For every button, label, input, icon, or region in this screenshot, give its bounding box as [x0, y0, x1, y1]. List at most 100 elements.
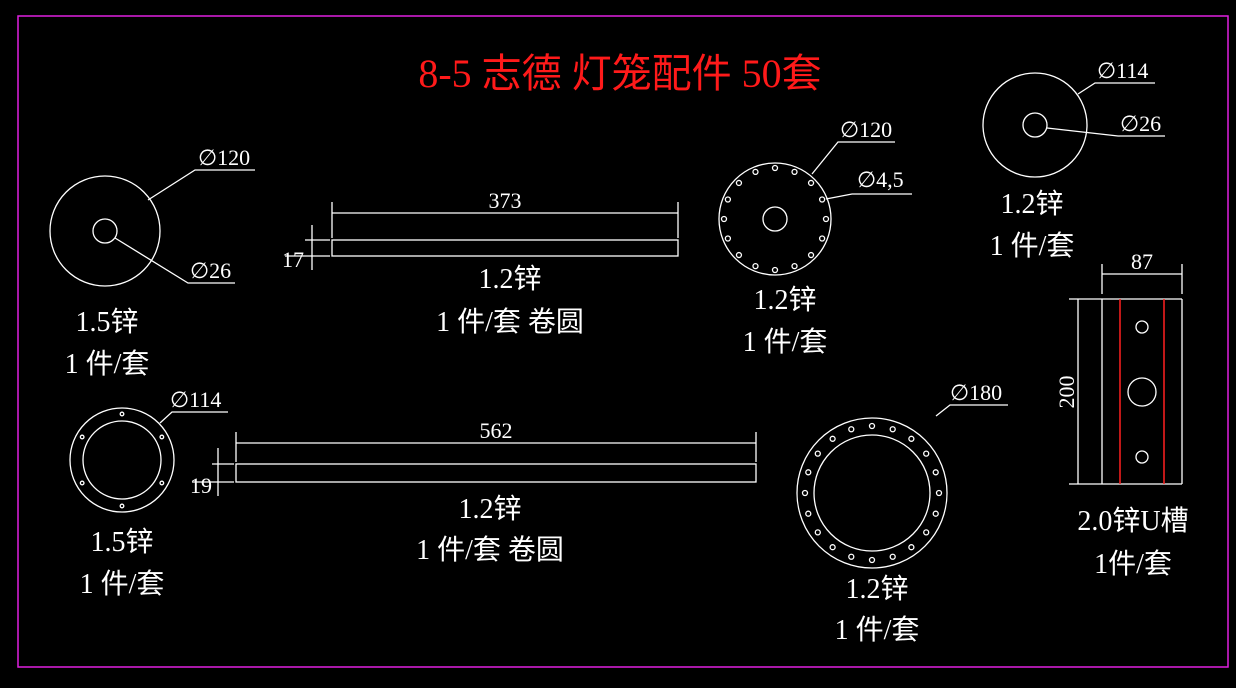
bolt-hole: [735, 179, 743, 187]
outer-circle: [718, 162, 832, 276]
bolt-hole: [908, 544, 915, 551]
bolt-hole: [923, 450, 930, 457]
hole: [1135, 320, 1149, 334]
dim-label: ∅114: [170, 387, 221, 412]
qty-label: 1 件/套: [835, 614, 920, 646]
material-label: 1.5锌: [90, 526, 153, 558]
bolt-hole: [79, 434, 85, 440]
bolt-hole: [791, 262, 798, 270]
bolt-hole: [724, 235, 732, 242]
bolt-hole: [868, 422, 876, 430]
qty-label: 1 件/套: [65, 348, 150, 380]
bolt-hole: [818, 235, 826, 242]
part-perforated-disc-120: ∅120 ∅4,5 1.2锌 1 件/套: [718, 117, 912, 358]
material-label: 1.2锌: [845, 573, 908, 605]
material-label: 1.2锌: [1000, 188, 1063, 220]
dim-label: ∅26: [190, 258, 231, 283]
bolt-hole: [771, 266, 779, 274]
drawing-title: 8-5 志德 灯笼配件 50套: [418, 51, 821, 96]
bolt-hole: [801, 489, 809, 497]
dim-label: 19: [190, 473, 212, 498]
strip-rect: [235, 463, 757, 483]
hole: [1135, 450, 1149, 464]
part-ring-180: ∅180 1.2锌 1 件/套: [796, 380, 1008, 646]
bolt-hole: [814, 450, 821, 457]
bolt-hole: [868, 556, 876, 564]
dim-label: ∅180: [950, 380, 1002, 405]
bolt-hole: [932, 469, 939, 476]
bolt-hole: [807, 251, 815, 259]
center-hole: [92, 218, 118, 244]
outer-circle: [69, 407, 175, 513]
inner-circle: [82, 420, 162, 500]
qty-label: 1 件/套: [990, 230, 1075, 262]
bolt-hole: [923, 529, 930, 536]
qty-label: 1件/套: [1094, 548, 1172, 580]
part-ring-114: ∅114 1.5锌 1 件/套: [69, 387, 228, 600]
dim-label: ∅26: [1120, 111, 1161, 136]
bolt-hole: [720, 215, 728, 223]
strip-rect: [331, 239, 679, 257]
qty-label: 1 件/套: [743, 326, 828, 358]
dim-label: 17: [282, 247, 304, 272]
dim-label: ∅120: [198, 145, 250, 170]
dim-label: ∅114: [1097, 58, 1148, 83]
leader-line: [825, 193, 912, 200]
bolt-hole: [119, 411, 125, 417]
dim-label: 200: [1054, 376, 1079, 409]
bolt-hole: [771, 164, 779, 172]
leader-line: [114, 237, 235, 284]
qty-label: 1 件/套 卷圆: [436, 306, 584, 338]
qty-label: 1 件/套: [80, 568, 165, 600]
bolt-hole: [119, 503, 125, 509]
part-strip-562: 562 19 1.2锌 1 件/套 卷圆: [190, 418, 757, 566]
bolt-hole: [908, 435, 915, 442]
bolt-hole: [805, 510, 812, 517]
dim-label: 562: [480, 418, 513, 443]
bolt-hole: [735, 251, 743, 259]
bolt-hole: [889, 553, 896, 560]
bolt-hole: [724, 196, 732, 203]
bolt-hole: [791, 168, 798, 176]
hole: [1127, 377, 1157, 407]
bolt-hole: [814, 529, 821, 536]
drawing-border: [17, 15, 1229, 668]
outer-circle: [796, 417, 948, 569]
outer-circle: [982, 72, 1088, 178]
bolt-hole: [848, 426, 855, 433]
bolt-hole: [79, 480, 85, 486]
bolt-hole: [829, 544, 836, 551]
leader-line: [147, 169, 255, 201]
part-disc-114: ∅114 ∅26 1.2锌 1 件/套: [982, 58, 1165, 262]
material-label: 1.2锌: [458, 493, 521, 525]
leader-line: [159, 411, 228, 424]
bolt-hole: [932, 510, 939, 517]
material-label: 2.0锌U槽: [1077, 505, 1188, 537]
bolt-hole: [805, 469, 812, 476]
dim-label: ∅120: [840, 117, 892, 142]
material-label: 1.5锌: [75, 306, 138, 338]
leader-line: [1077, 82, 1155, 95]
dim-label: 373: [489, 188, 522, 213]
dim-label: 87: [1131, 249, 1153, 274]
center-hole: [762, 206, 788, 232]
bolt-hole: [822, 215, 830, 223]
leader-line: [1046, 127, 1165, 137]
bolt-hole: [807, 179, 815, 187]
center-hole: [1022, 112, 1048, 138]
inner-circle: [813, 434, 931, 552]
bolt-hole: [848, 553, 855, 560]
bolt-hole: [935, 489, 943, 497]
material-label: 1.2锌: [753, 284, 816, 316]
material-label: 1.2锌: [478, 263, 541, 295]
dim-label: ∅4,5: [857, 167, 904, 192]
bolt-hole: [818, 196, 826, 203]
bolt-hole: [829, 435, 836, 442]
part-disc-120: ∅120 ∅26 1.5锌 1 件/套: [49, 145, 255, 380]
qty-label: 1 件/套 卷圆: [416, 534, 564, 566]
part-strip-373: 373 17 1.2锌 1 件/套 卷圆: [282, 188, 679, 338]
bolt-hole: [752, 262, 759, 270]
bolt-hole: [889, 426, 896, 433]
outer-circle: [49, 175, 161, 287]
